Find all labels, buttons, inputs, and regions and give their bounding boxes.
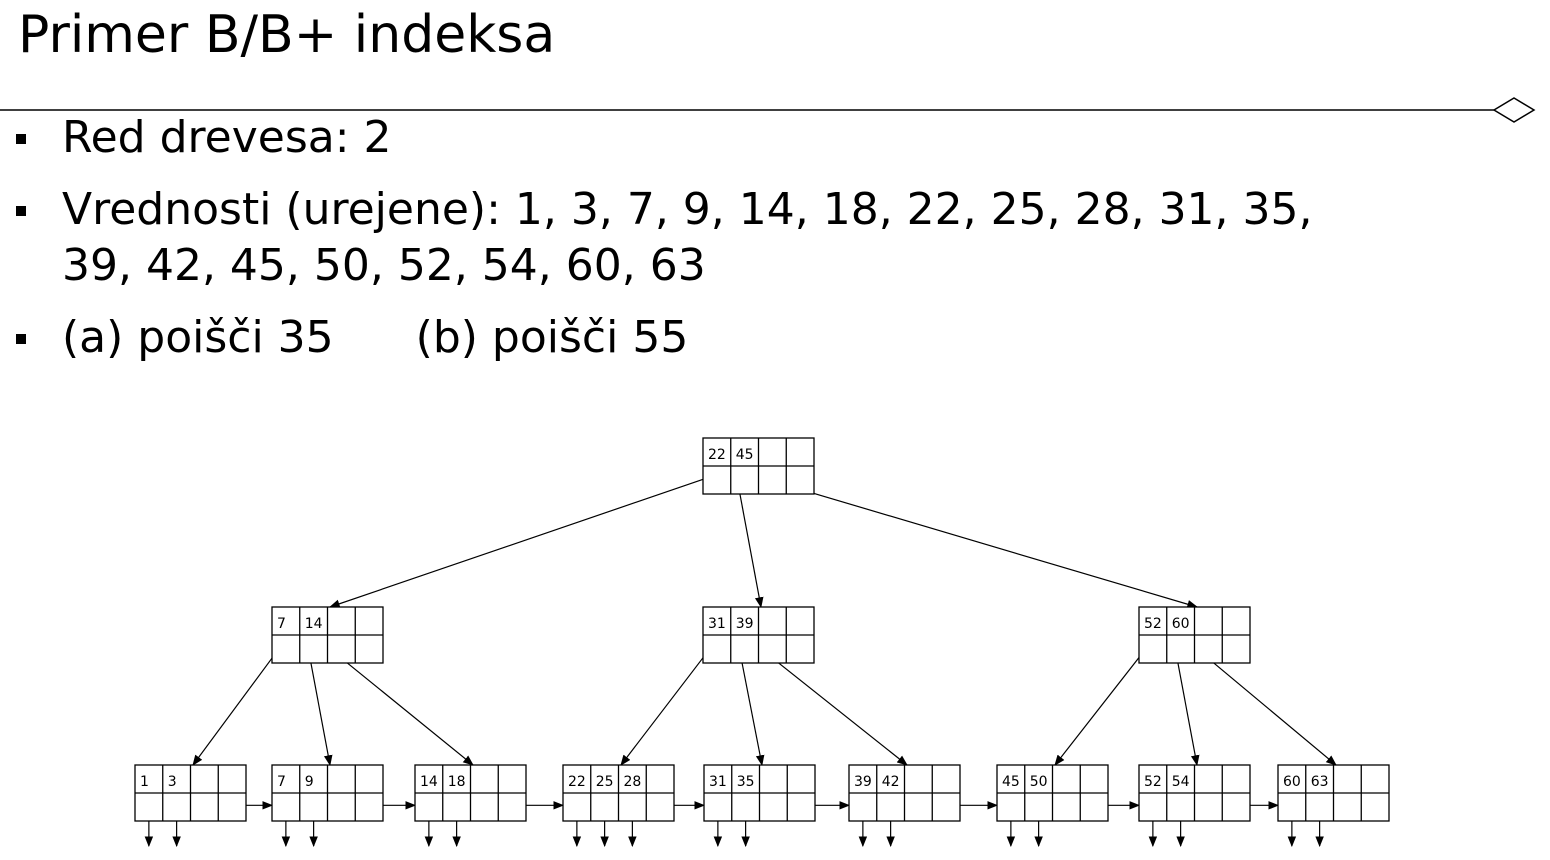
node-key: 45 bbox=[736, 447, 754, 463]
node-key: 7 bbox=[277, 616, 286, 632]
tree-edge bbox=[738, 647, 765, 767]
tree-edge bbox=[192, 646, 281, 766]
tree-edge bbox=[327, 646, 474, 766]
node-key: 31 bbox=[709, 774, 727, 790]
bullet-icon bbox=[16, 334, 26, 344]
diamond-icon bbox=[1492, 97, 1536, 123]
node-key: 7 bbox=[277, 774, 286, 790]
leaf-node: 60 63 bbox=[1277, 764, 1390, 822]
internal-node: 52 60 bbox=[1138, 606, 1251, 664]
tree-edge bbox=[762, 477, 1199, 609]
node-key: 31 bbox=[708, 616, 726, 632]
tree-edge bbox=[1054, 646, 1148, 766]
bullet-list: Red drevesa: 2 Vrednosti (urejene): 1, 3… bbox=[14, 110, 1394, 382]
root-node: 22 45 bbox=[702, 437, 815, 495]
search-a: (a) poišči 35 bbox=[62, 312, 334, 363]
tree-edge bbox=[758, 646, 908, 766]
node-key: 18 bbox=[448, 774, 466, 790]
tree-edge bbox=[1174, 647, 1200, 767]
node-key: 22 bbox=[568, 774, 586, 790]
leaf-node: 39 42 bbox=[848, 764, 961, 822]
node-key: 50 bbox=[1030, 774, 1048, 790]
bullet-values: Vrednosti (urejene): 1, 3, 7, 9, 14, 18,… bbox=[14, 182, 1394, 294]
tree-edge bbox=[328, 477, 707, 608]
leaf-node: 45 50 bbox=[996, 764, 1109, 822]
leaf-node: 14 18 bbox=[414, 764, 527, 822]
node-key: 42 bbox=[882, 774, 900, 790]
node-key: 1 bbox=[140, 774, 149, 790]
node-key: 54 bbox=[1172, 774, 1190, 790]
leaf-node: 52 54 bbox=[1138, 764, 1251, 822]
bullet-icon bbox=[16, 134, 26, 144]
tree-edge bbox=[736, 478, 764, 609]
internal-node: 31 39 bbox=[702, 606, 815, 664]
node-key: 60 bbox=[1283, 774, 1301, 790]
node-key: 35 bbox=[737, 774, 755, 790]
bullet-tree-order: Red drevesa: 2 bbox=[14, 110, 1394, 166]
bullet-searches: (a) poišči 35 (b) poišči 55 bbox=[14, 310, 1394, 366]
leaf-node: 22 25 28 bbox=[562, 764, 675, 822]
node-key: 28 bbox=[624, 774, 642, 790]
tree-edge bbox=[307, 647, 333, 767]
node-key: 52 bbox=[1144, 616, 1162, 632]
node-key: 45 bbox=[1002, 774, 1020, 790]
node-key: 22 bbox=[708, 447, 726, 463]
search-b: (b) poišči 55 bbox=[415, 312, 689, 363]
node-key: 25 bbox=[596, 774, 614, 790]
leaf-node: 31 35 bbox=[703, 764, 816, 822]
page-title: Primer B/B+ indeksa bbox=[18, 5, 556, 65]
node-key: 63 bbox=[1311, 774, 1329, 790]
title-divider bbox=[0, 97, 1536, 123]
node-key: 14 bbox=[305, 616, 323, 632]
node-key: 52 bbox=[1144, 774, 1162, 790]
node-key: 3 bbox=[168, 774, 177, 790]
internal-node: 7 14 bbox=[271, 606, 384, 664]
tree-edge bbox=[1194, 646, 1337, 766]
tree-edge bbox=[620, 646, 712, 766]
node-key: 39 bbox=[854, 774, 872, 790]
node-key: 39 bbox=[736, 616, 754, 632]
node-key: 9 bbox=[305, 774, 314, 790]
node-key: 60 bbox=[1172, 616, 1190, 632]
bullet-icon bbox=[16, 206, 26, 216]
node-key: 14 bbox=[420, 774, 438, 790]
